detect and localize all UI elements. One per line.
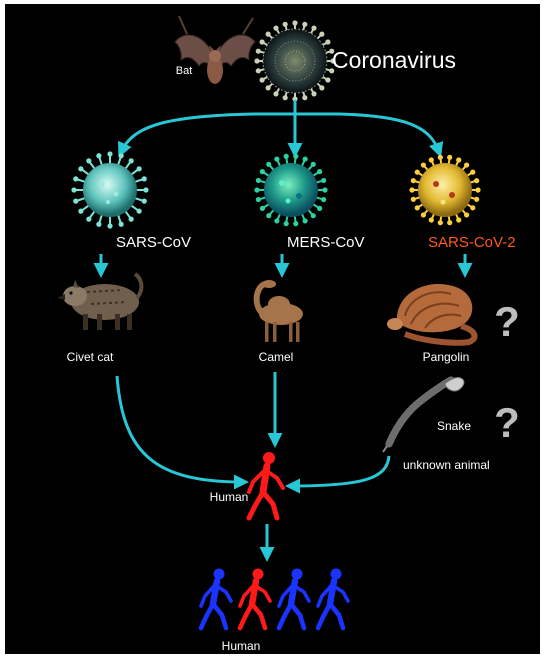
bat-label: Bat	[176, 65, 193, 77]
snake-label: Snake	[437, 419, 471, 433]
arrow-to-sars-cov	[121, 114, 253, 152]
pangolin-icon	[387, 284, 475, 343]
walking-person-icon	[318, 569, 348, 629]
camel-label: Camel	[259, 350, 294, 364]
civet-cat-label: Civet cat	[67, 350, 114, 364]
sars-cov-2-virus-icon	[409, 155, 480, 226]
sars-cov-label: SARS-CoV	[116, 234, 191, 251]
population-label: Human	[222, 639, 261, 653]
coronavirus-icon	[254, 20, 335, 101]
diagram-canvas: Bat Coronavirus SARS-CoV	[5, 4, 540, 654]
unknown-animal-label: unknown animal	[403, 458, 490, 472]
pangolin-question-mark: ?	[494, 298, 520, 345]
pangolin-label: Pangolin	[423, 350, 470, 364]
walking-person-icon	[201, 569, 231, 629]
walking-person-icon	[279, 569, 309, 629]
diagram-title: Coronavirus	[332, 47, 456, 73]
arrow-civet-to-human	[117, 376, 243, 482]
snake-question-mark: ?	[494, 399, 520, 446]
sars-cov-virus-icon	[71, 151, 148, 228]
arrow-from-corona	[253, 100, 340, 114]
snake-icon	[383, 378, 464, 452]
walking-person-icon	[249, 452, 283, 518]
civet-cat-icon	[57, 274, 141, 330]
human-population	[201, 569, 348, 629]
mers-cov-virus-icon	[254, 154, 327, 227]
sars-cov-2-label: SARS-CoV-2	[428, 234, 516, 251]
arrow-to-sars-cov-2	[340, 114, 439, 152]
camel-icon	[257, 280, 303, 342]
human-label: Human	[210, 490, 249, 504]
mers-cov-label: MERS-CoV	[287, 234, 365, 251]
walking-person-icon	[240, 569, 270, 629]
arrow-unknown-to-human	[291, 456, 389, 486]
transmission-diagram: Bat Coronavirus SARS-CoV	[5, 4, 540, 654]
